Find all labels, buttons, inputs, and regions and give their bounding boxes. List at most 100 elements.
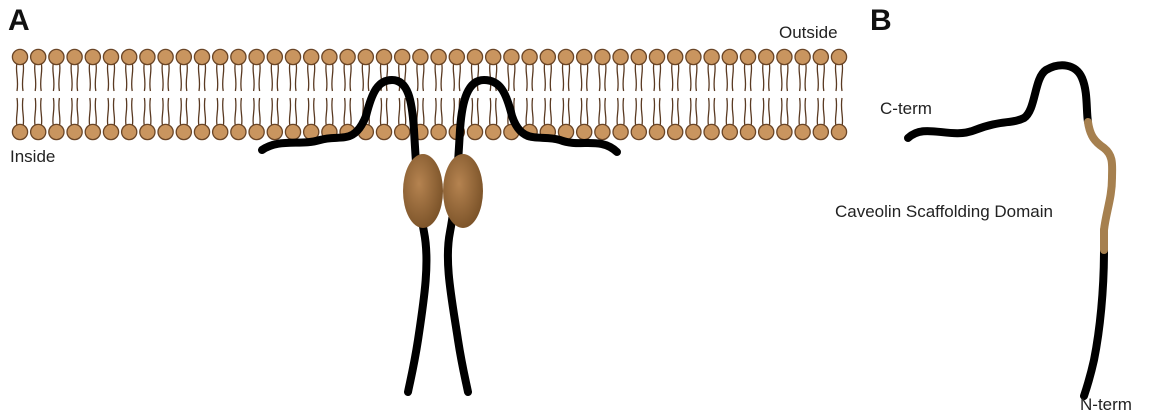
lipid-head xyxy=(103,49,118,64)
outside-label: Outside xyxy=(779,23,838,42)
lipid-head xyxy=(449,49,464,64)
lipid-tail xyxy=(763,98,764,126)
lipid-tail xyxy=(22,63,23,91)
lipid-upper-leaflet xyxy=(795,49,810,91)
lipid-tail xyxy=(763,63,764,91)
lipid-tail xyxy=(587,98,588,126)
lipid-tail xyxy=(732,63,733,91)
lipid-head xyxy=(668,49,683,64)
lipid-upper-leaflet xyxy=(668,49,683,91)
lipid-head xyxy=(486,124,501,139)
lipid-upper-leaflet xyxy=(740,49,755,91)
lipid-head xyxy=(285,124,300,139)
lipid-tail xyxy=(405,98,406,126)
lipid-tail xyxy=(690,98,691,126)
lipid-tail xyxy=(180,63,181,91)
lipid-tail xyxy=(581,63,582,91)
lipid-tail xyxy=(532,98,533,126)
lipid-tail xyxy=(526,63,527,91)
lipid-tail xyxy=(435,98,436,126)
lipid-head xyxy=(613,49,628,64)
lipid-tail xyxy=(508,63,509,91)
lipid-head xyxy=(231,124,246,139)
lipid-head xyxy=(122,124,137,139)
lipid-upper-leaflet xyxy=(122,49,137,91)
lipid-lower-leaflet xyxy=(740,98,755,140)
lipid-head xyxy=(304,49,319,64)
lipid-head xyxy=(12,124,27,139)
lipid-tail xyxy=(781,63,782,91)
lipid-head xyxy=(85,124,100,139)
lipid-lower-leaflet xyxy=(140,98,155,140)
lipid-tail xyxy=(817,98,818,126)
lipid-tail xyxy=(690,63,691,91)
lipid-head xyxy=(759,49,774,64)
lipid-tail xyxy=(59,63,60,91)
lipid-tail xyxy=(835,63,836,91)
lipid-head xyxy=(194,124,209,139)
lipid-tail xyxy=(295,98,296,126)
lipid-tail xyxy=(550,98,551,126)
n-term-label: N-term xyxy=(1080,395,1132,414)
lipid-tail xyxy=(659,98,660,126)
lipid-head xyxy=(395,49,410,64)
lipid-bilayer xyxy=(12,49,846,139)
lipid-lower-leaflet xyxy=(267,98,282,140)
lipid-lower-leaflet xyxy=(67,98,82,140)
lipid-head xyxy=(540,49,555,64)
lipid-upper-leaflet xyxy=(176,49,191,91)
lipid-tail xyxy=(198,98,199,126)
lipid-head xyxy=(686,124,701,139)
lipid-tail xyxy=(89,63,90,91)
lipid-head xyxy=(668,124,683,139)
lipid-tail xyxy=(605,98,606,126)
lipid-tail xyxy=(289,63,290,91)
lipid-lower-leaflet xyxy=(376,98,391,140)
lipid-lower-leaflet xyxy=(431,98,446,140)
lipid-tail xyxy=(835,98,836,126)
lipid-tail xyxy=(423,98,424,126)
lipid-upper-leaflet xyxy=(431,49,446,91)
lipid-tail xyxy=(453,98,454,126)
lipid-head xyxy=(267,49,282,64)
lipid-lower-leaflet xyxy=(486,98,501,140)
lipid-head xyxy=(467,49,482,64)
lipid-lower-leaflet xyxy=(668,98,683,140)
lipid-head xyxy=(176,49,191,64)
lipid-head xyxy=(722,49,737,64)
lipid-lower-leaflet xyxy=(12,98,27,140)
lipid-tail xyxy=(453,63,454,91)
panel-a-label: A xyxy=(8,4,30,37)
lipid-tail xyxy=(799,63,800,91)
lipid-upper-leaflet xyxy=(722,49,737,91)
lipid-upper-leaflet xyxy=(813,49,828,91)
lipid-tail xyxy=(386,98,387,126)
lipid-tail xyxy=(599,63,600,91)
lipid-tail xyxy=(235,63,236,91)
lipid-tail xyxy=(678,98,679,126)
lipid-tail xyxy=(259,63,260,91)
lipid-tail xyxy=(350,98,351,126)
lipid-tail xyxy=(168,63,169,91)
lipid-tail xyxy=(823,63,824,91)
lipid-lower-leaflet xyxy=(176,98,191,140)
lipid-tail xyxy=(805,63,806,91)
lipid-head xyxy=(249,124,264,139)
lipid-tail xyxy=(672,63,673,91)
lipid-tail xyxy=(314,98,315,126)
lipid-tail xyxy=(35,98,36,126)
lipid-head xyxy=(649,124,664,139)
lipid-tail xyxy=(496,98,497,126)
lipid-lower-leaflet xyxy=(467,98,482,140)
lipid-head xyxy=(704,124,719,139)
lipid-tail xyxy=(417,63,418,91)
lipid-upper-leaflet xyxy=(413,49,428,91)
lipid-head xyxy=(267,124,282,139)
lipid-tail xyxy=(550,63,551,91)
lipid-tail xyxy=(344,98,345,126)
lipid-head xyxy=(176,124,191,139)
lipid-tail xyxy=(71,63,72,91)
lipid-tail xyxy=(22,98,23,126)
lipid-head xyxy=(122,49,137,64)
lipid-upper-leaflet xyxy=(103,49,118,91)
